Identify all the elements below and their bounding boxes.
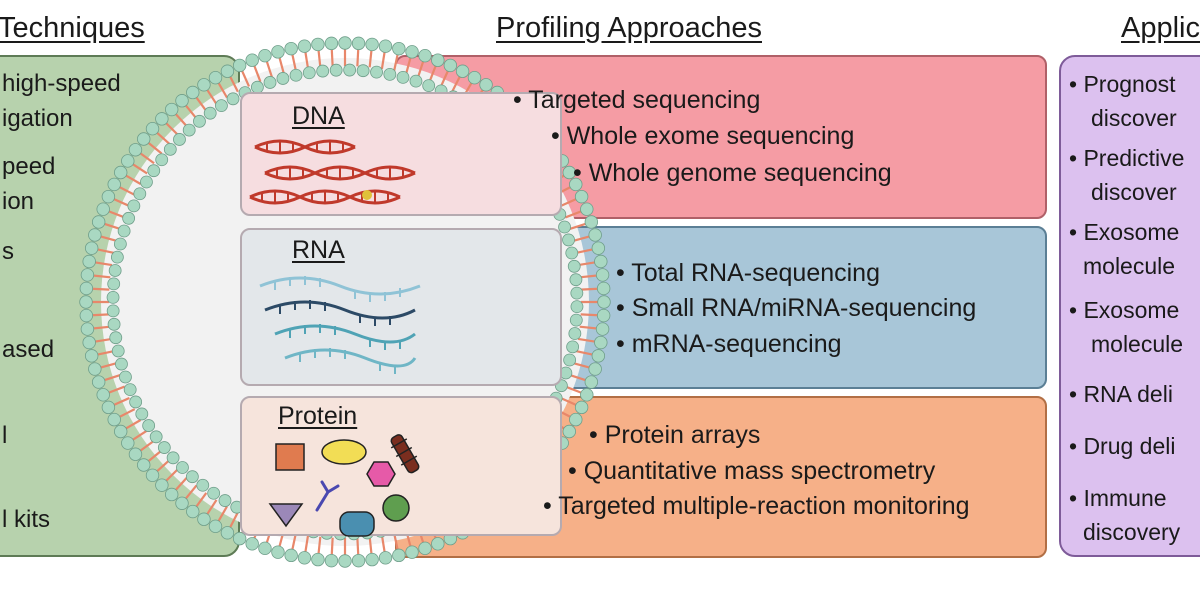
rna-strands-icon: [259, 276, 421, 374]
technique-text: l: [2, 422, 8, 449]
technique-text: high-speed: [2, 70, 121, 97]
protein-shapes-icon: [268, 434, 420, 537]
technique-text: ased: [2, 336, 55, 363]
techniques-heading: Techniques: [0, 12, 145, 44]
protein-approach-item: • Protein arrays: [589, 421, 761, 449]
application-text: • Exosome: [1069, 297, 1180, 323]
dna-helix-icon: [249, 139, 416, 205]
applications-panel: • Prognost discover • Predictive discove…: [1059, 55, 1200, 557]
protein-approach-item: • Targeted multiple-reaction monitoring: [543, 492, 970, 520]
application-text: • RNA deli: [1069, 381, 1173, 407]
profiling-approaches-heading: Profiling Approaches: [496, 12, 762, 44]
dna-approach-item: • Whole genome sequencing: [573, 159, 892, 187]
rna-approach-item: • mRNA-sequencing: [616, 330, 842, 358]
technique-text: peed: [2, 153, 56, 180]
application-text: molecule: [1091, 331, 1184, 357]
dna-approach-item: • Targeted sequencing: [513, 86, 761, 114]
technique-text: s: [2, 238, 14, 265]
application-text: • Drug deli: [1069, 433, 1176, 459]
technique-text: l kits: [2, 506, 50, 533]
rna-approach-item: • Total RNA-sequencing: [616, 259, 880, 287]
application-text: discover: [1091, 179, 1177, 205]
rna-box: [240, 228, 562, 386]
protein-approach-item: • Quantitative mass spectrometry: [568, 457, 936, 485]
applications-heading: Applic: [1121, 12, 1200, 44]
application-text: • Predictive: [1069, 145, 1185, 171]
application-text: discover: [1091, 105, 1177, 131]
protein-label: Protein: [278, 402, 358, 430]
application-text: discovery: [1083, 519, 1181, 545]
application-text: • Immune: [1069, 485, 1167, 511]
application-text: • Prognost: [1069, 71, 1176, 97]
technique-text: ion: [2, 188, 35, 215]
application-text: molecule: [1083, 253, 1176, 279]
dna-approach-item: • Whole exome sequencing: [551, 122, 855, 150]
application-text: • Exosome: [1069, 219, 1180, 245]
dna-label: DNA: [292, 102, 345, 130]
rna-approach-item: • Small RNA/miRNA-sequencing: [616, 294, 977, 322]
rna-label: RNA: [292, 236, 345, 264]
technique-text: igation: [2, 105, 73, 132]
